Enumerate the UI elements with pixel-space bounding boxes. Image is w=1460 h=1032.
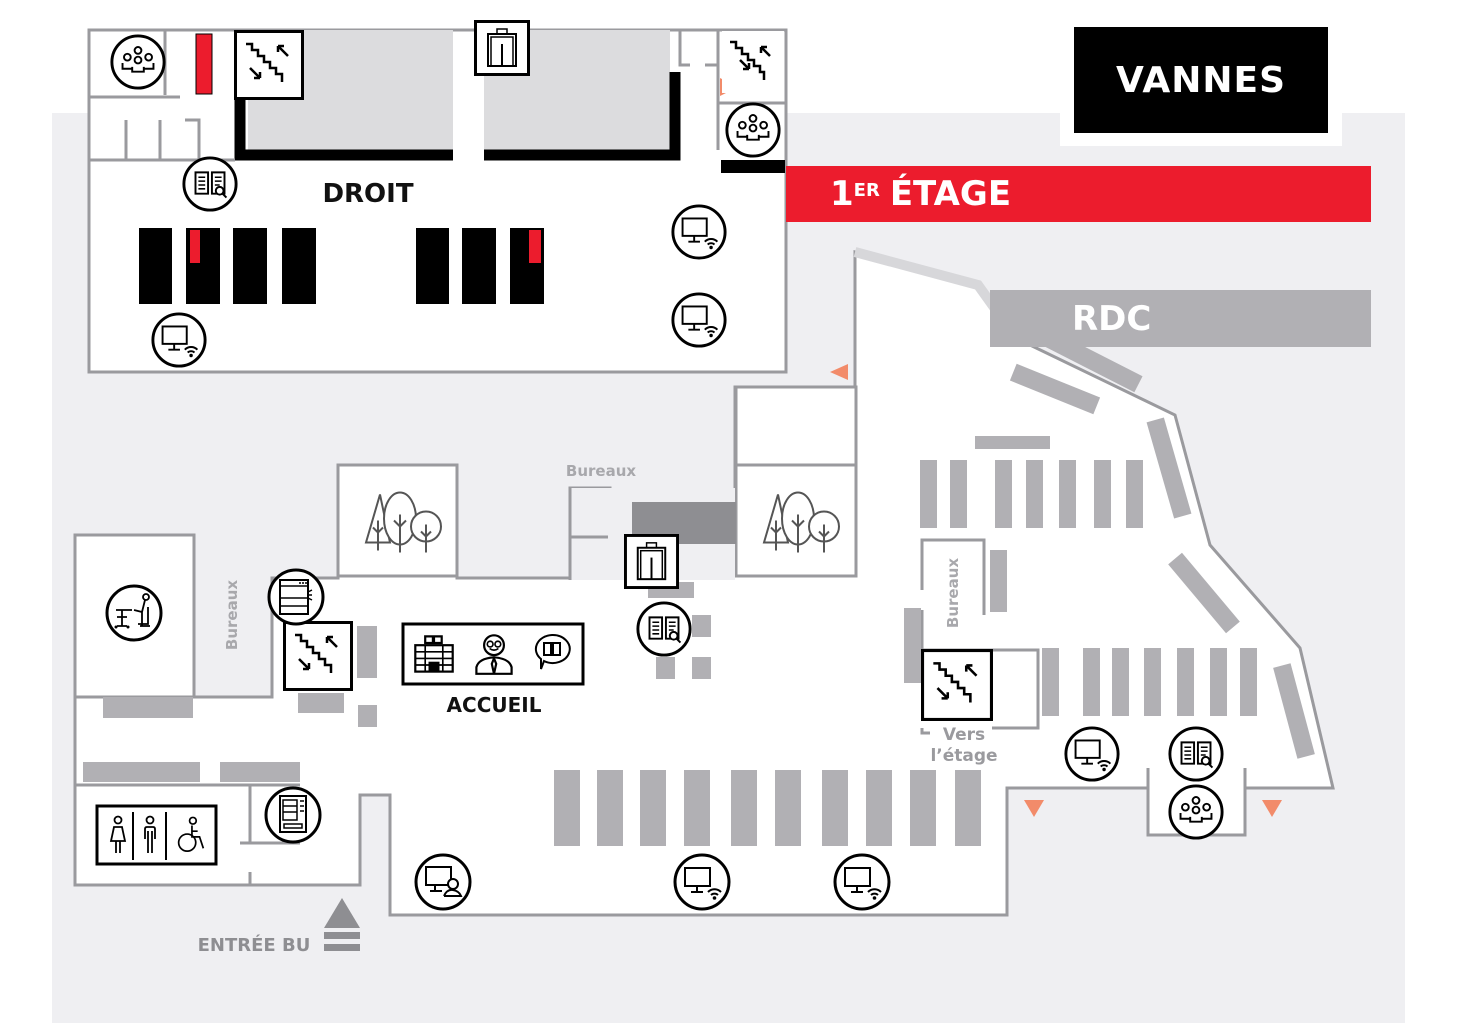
entrance-label: ENTRÉE BU [198, 934, 311, 956]
elevator-icon [474, 20, 530, 76]
stairs-icon [234, 30, 304, 100]
exit-arrow-icon [1262, 800, 1282, 817]
floor-number: 1 [830, 174, 854, 214]
first-floor-shelves [139, 228, 544, 304]
ground-floor-shelves [83, 321, 1315, 846]
printer-copier-icon [267, 568, 325, 626]
floor-legend-ground: RDC [990, 290, 1371, 347]
stairs-label-line1: Vers [943, 725, 985, 745]
zone-label-bureaux-left: Bureaux [223, 580, 241, 650]
zone-label-accueil: ACCUEIL [447, 693, 542, 717]
elevator-icon [624, 534, 679, 589]
exit-arrow-icon [830, 364, 848, 380]
zone-label-bureaux-top: Bureaux [566, 462, 636, 480]
ground-floor-plan [73, 247, 1335, 917]
stairs-icon [283, 621, 353, 691]
site-title: VANNES [1074, 27, 1328, 133]
wifi-computer-icon [833, 853, 891, 911]
stairs-icon [921, 649, 993, 721]
zone-label-bureaux-right: Bureaux [944, 558, 962, 628]
individual-study-desk-icon [105, 584, 163, 642]
red-shelf [195, 33, 213, 95]
catalog-search-icon [182, 156, 238, 212]
wifi-computer-icon [1064, 726, 1120, 782]
group-work-room-icon [1168, 784, 1224, 840]
catalog-search-icon [636, 601, 692, 657]
floor-ordinal: ER [853, 179, 880, 201]
assisted-computer-icon [414, 853, 472, 911]
wifi-computer-icon [671, 204, 727, 260]
zone-label-droit: DROIT [322, 179, 413, 209]
catalog-search-icon [1168, 726, 1224, 782]
toilets-panel [95, 804, 218, 866]
floor-name: ÉTAGE [889, 174, 1012, 214]
wifi-computer-icon [151, 312, 207, 368]
stairs-icon [722, 31, 784, 93]
exit-arrow-icon [1024, 800, 1044, 817]
stairs-label-line2: l’étage [930, 746, 997, 766]
group-work-room-icon [110, 34, 166, 90]
entrance-arrow-icon [324, 898, 360, 951]
group-work-room-icon [725, 102, 781, 158]
wifi-computer-icon [671, 292, 727, 348]
wifi-computer-icon [673, 853, 731, 911]
vending-machine-icon [264, 786, 322, 844]
